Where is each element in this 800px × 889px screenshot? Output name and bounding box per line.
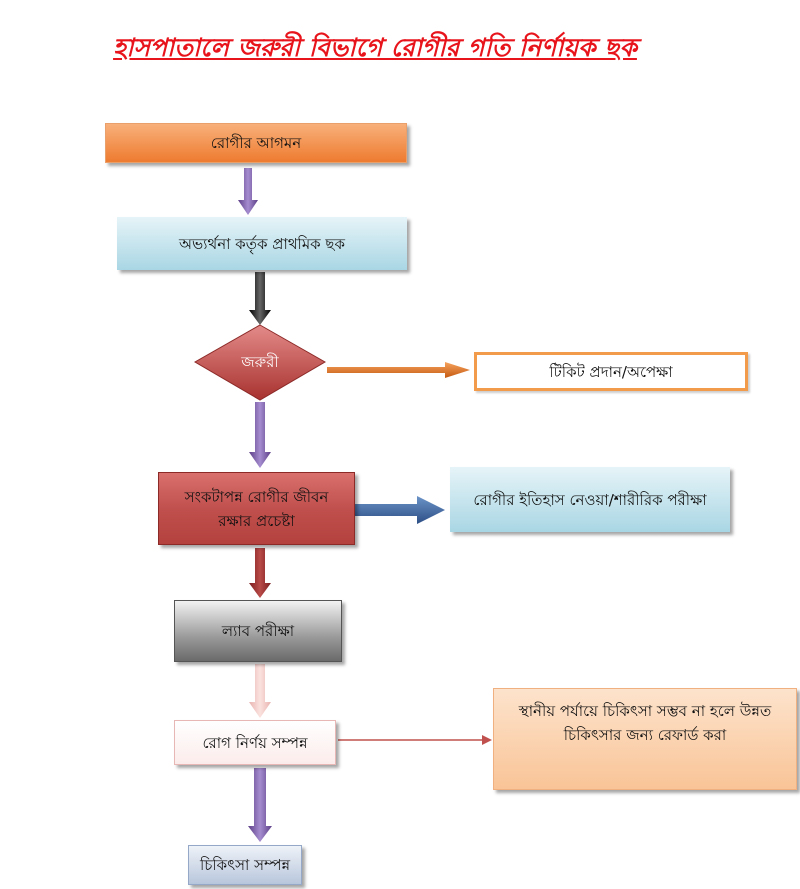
node-label: রোগীর আগমন (210, 134, 302, 152)
node-label: অভ্যর্থনা কর্তৃক প্রাথমিক ছক (178, 234, 346, 253)
node-referral: স্থানীয় পর্যায়ে চিকিৎসা সম্ভব না হলে উ… (493, 688, 797, 790)
node-label: স্থানীয় পর্যায়ে চিকিৎসা সম্ভব না হলে উ… (518, 702, 772, 744)
arrow-emergency-to-ticket (327, 362, 470, 378)
node-label: জরুরী (241, 353, 279, 371)
node-emergency-decision: জরুরী (195, 345, 325, 379)
node-arrival: রোগীর আগমন (105, 123, 407, 163)
node-treatment-done: চিকিৎসা সম্পন্ন (188, 845, 302, 885)
node-label: রোগ নির্ণয় সম্পন্ন (202, 733, 308, 752)
arrow-arrival-to-reception (238, 168, 258, 215)
node-history-exam: রোগীর ইতিহাস নেওয়া/শারীরিক পরীক্ষা (450, 467, 730, 532)
node-label: সংকটাপন্ন রোগীর জীবন রক্ষার প্রচেষ্টা (184, 487, 329, 530)
node-diagnosis-done: রোগ নির্ণয় সম্পন্ন (174, 720, 336, 765)
node-label: রোগীর ইতিহাস নেওয়া/শারীরিক পরীক্ষা (473, 490, 707, 509)
node-life-saving: সংকটাপন্ন রোগীর জীবন রক্ষার প্রচেষ্টা (158, 472, 355, 545)
node-label: ল্যাব পরীক্ষা (221, 622, 295, 640)
arrow-lifesaving-to-lab (249, 548, 271, 598)
node-lab-test: ল্যাব পরীক্ষা (174, 600, 342, 662)
node-ticket-wait: টিকিট প্রদান/অপেক্ষা (474, 352, 748, 391)
node-reception-check: অভ্যর্থনা কর্তৃক প্রাথমিক ছক (117, 217, 407, 270)
node-label: চিকিৎসা সম্পন্ন (199, 856, 291, 874)
arrow-reception-to-emergency (249, 272, 271, 325)
arrow-lab-to-diagnosis (249, 664, 271, 718)
decision-diamond (193, 324, 327, 401)
diagram-title: হাসপাতালে জরুরী বিভাগে রোগীর গতি নির্ণায… (113, 33, 637, 62)
arrow-lifesaving-to-history (355, 496, 445, 524)
node-label: টিকিট প্রদান/অপেক্ষা (549, 362, 673, 381)
arrow-diagnosis-to-treatment (248, 768, 272, 842)
arrow-emergency-to-lifesaving (249, 402, 271, 468)
